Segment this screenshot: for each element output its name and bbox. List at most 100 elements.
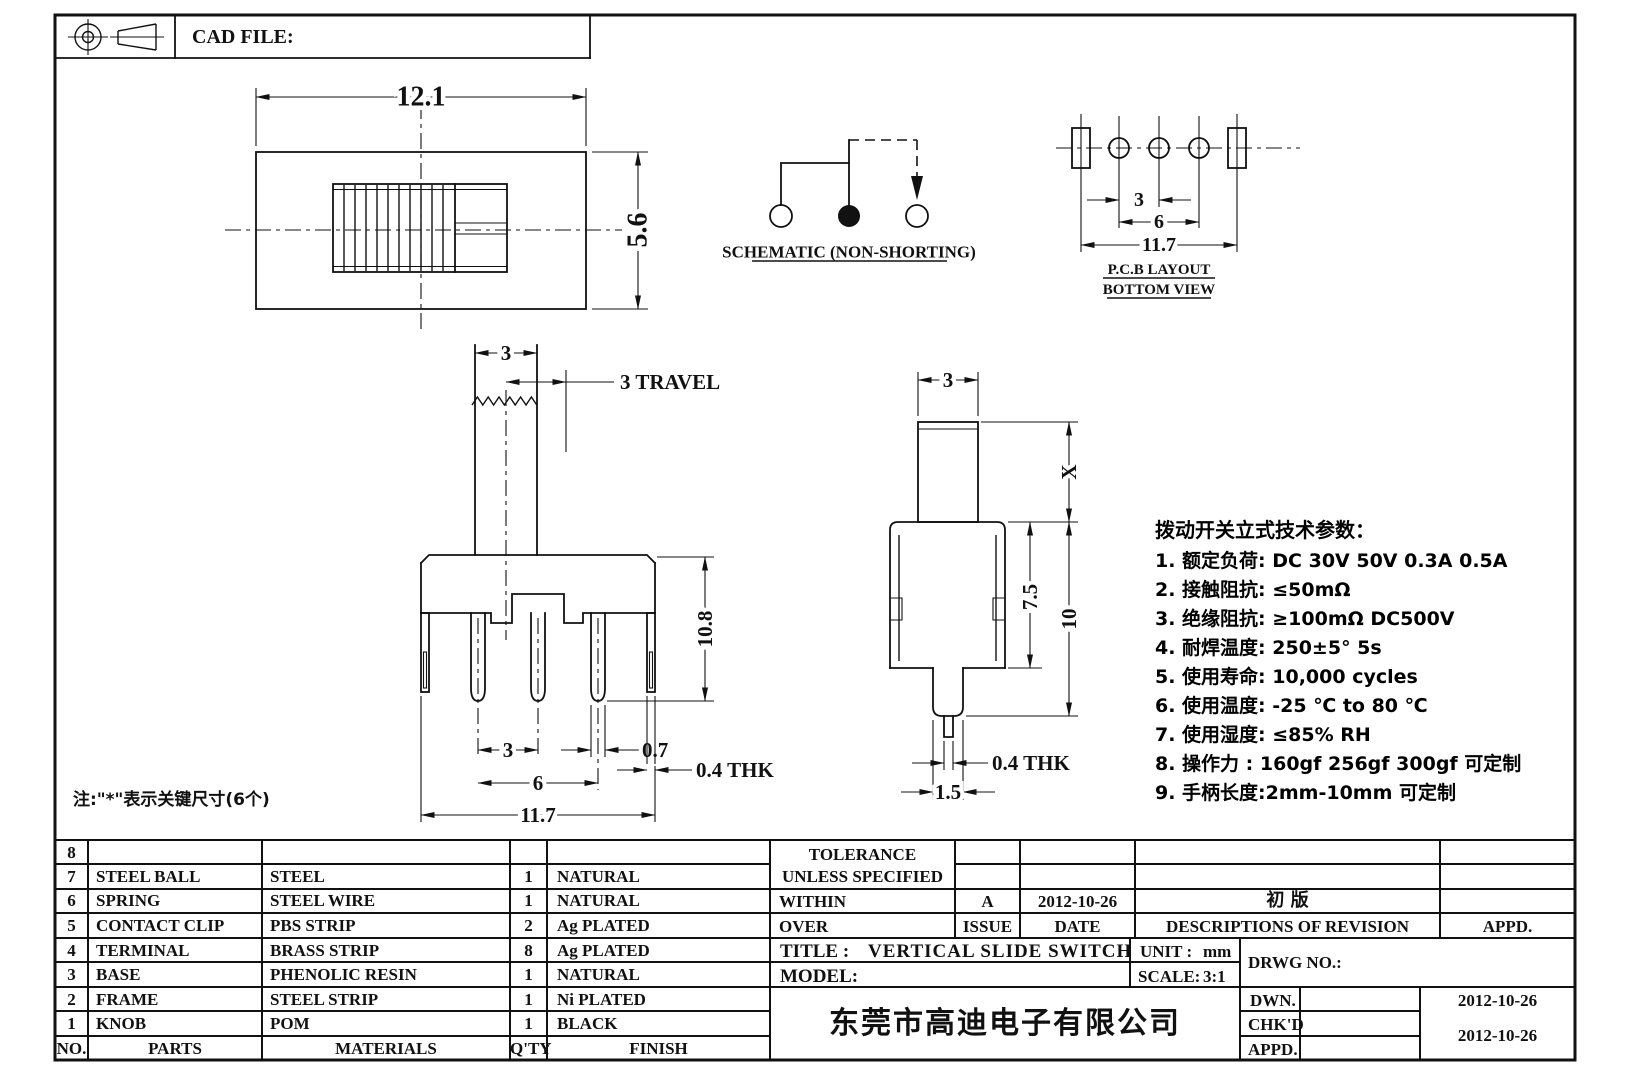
- row-no: 5: [67, 916, 76, 935]
- top-view: 12.1 5.6: [225, 77, 658, 332]
- issue-value: A: [981, 892, 994, 911]
- row-no: 3: [67, 965, 76, 984]
- dim-front-travel: 3 TRAVEL: [620, 370, 720, 394]
- unit-value: mm: [1203, 942, 1232, 961]
- scale-label: SCALE:: [1138, 967, 1201, 986]
- row-finish: NATURAL: [557, 891, 640, 910]
- dwn-label: DWN.: [1250, 991, 1296, 1010]
- row-no: 1: [67, 1014, 76, 1033]
- row-no: 7: [67, 867, 76, 886]
- dim-side-x: X: [1057, 464, 1081, 479]
- model-label: MODEL:: [780, 966, 859, 987]
- dwn-date: 2012-10-26: [1457, 991, 1538, 1010]
- appd-row-label: APPD.: [1248, 1040, 1298, 1059]
- row-finish: NATURAL: [557, 965, 640, 984]
- chkd-date: 2012-10-26: [1457, 1026, 1538, 1045]
- tech-params: 拨动开关立式技术参数： 1. 额定负荷: DC 30V 50V 0.3A 0.5…: [1155, 514, 1595, 808]
- row-qty: 1: [524, 990, 533, 1009]
- pcb-layout-view: 3 6 11.7 P.C.B LAYOUT BOTTOM VIEW: [1056, 114, 1300, 299]
- header-finish: FINISH: [629, 1039, 688, 1058]
- within-label: WITHIN: [779, 892, 847, 911]
- row-materials: STEEL STRIP: [270, 990, 379, 1009]
- row-materials: STEEL: [270, 867, 325, 886]
- pcb-label-line1: P.C.B LAYOUT: [1108, 262, 1211, 278]
- row-qty: 1: [524, 1014, 533, 1033]
- row-finish: BLACK: [557, 1014, 618, 1033]
- key-dimension-note: 注:"*"表示关键尺寸(6个): [73, 790, 270, 810]
- dim-side-total: 10: [1057, 609, 1081, 630]
- row-no: 2: [67, 990, 76, 1009]
- row-finish: Ni PLATED: [557, 990, 646, 1009]
- row-materials: PBS STRIP: [270, 916, 356, 935]
- row-materials: STEEL WIRE: [270, 891, 376, 910]
- drwg-no-label: DRWG NO.:: [1248, 953, 1342, 972]
- tech-param-item: 9. 手柄长度:2mm-10mm 可定制: [1155, 782, 1457, 804]
- dim-front-pitch: 3: [503, 738, 514, 762]
- appd-column-label: APPD.: [1482, 917, 1533, 936]
- tech-param-item: 1. 额定负荷: DC 30V 50V 0.3A 0.5A: [1155, 550, 1508, 572]
- pcb-label-line2: BOTTOM VIEW: [1103, 282, 1215, 298]
- tech-param-item: 5. 使用寿命: 10,000 cycles: [1155, 666, 1418, 688]
- row-qty: 1: [524, 867, 533, 886]
- tech-param-item: 7. 使用湿度: ≤85% RH: [1155, 724, 1371, 746]
- dim-side-pin: 1.5: [935, 780, 961, 804]
- row-parts: TERMINAL: [96, 941, 190, 960]
- revision-date: 2012-10-26: [1037, 892, 1118, 911]
- issue-label: ISSUE: [962, 917, 1013, 936]
- dim-top-width: 12.1: [397, 82, 446, 113]
- dim-pcb-pitch: 3: [1134, 189, 1144, 211]
- row-parts: KNOB: [96, 1014, 147, 1033]
- row-parts: BASE: [96, 965, 141, 984]
- arrow-down-icon: [911, 176, 923, 200]
- sheet-frame: [53, 13, 1577, 1062]
- dim-side-knob: 3: [943, 368, 954, 392]
- dim-side-thickness: 0.4 THK: [992, 751, 1070, 775]
- dim-front-total: 11.7: [520, 803, 556, 827]
- tech-param-item: 3. 绝缘阻抗: ≥100mΩ DC500V: [1155, 608, 1455, 630]
- dim-pcb-total: 11.7: [1142, 234, 1176, 256]
- dim-side-body: 7.5: [1018, 584, 1042, 610]
- dim-pcb-span: 6: [1154, 211, 1164, 233]
- chkd-label: CHK'D: [1248, 1015, 1304, 1034]
- row-parts: STEEL BALL: [96, 867, 201, 886]
- tech-param-item: 6. 使用温度: -25 ℃ to 80 ℃: [1155, 695, 1428, 717]
- row-finish: Ag PLATED: [557, 916, 650, 935]
- front-view: 3 3 TRAVEL 10.8 0.7 3 6 0.: [419, 337, 778, 831]
- over-label: OVER: [779, 917, 829, 936]
- title-label: TITLE :: [780, 941, 850, 962]
- projection-symbol-icon: [68, 19, 164, 55]
- row-finish: Ag PLATED: [557, 941, 650, 960]
- tech-param-item: 2. 接触阻抗: ≤50mΩ: [1155, 579, 1351, 601]
- header-no: NO.: [56, 1039, 87, 1058]
- tech-params-title: 拨动开关立式技术参数：: [1155, 518, 1375, 542]
- tech-param-item: 4. 耐焊温度: 250±5° 5s: [1155, 637, 1382, 659]
- row-qty: 1: [524, 965, 533, 984]
- dim-front-thickness: 0.4 THK: [696, 758, 774, 782]
- row-qty: 1: [524, 891, 533, 910]
- row-parts: FRAME: [96, 990, 159, 1009]
- schematic-view: SCHEMATIC (NON-SHORTING): [722, 139, 976, 262]
- tech-param-item: 8. 操作力 : 160gf 256gf 300gf 可定制: [1155, 753, 1522, 775]
- side-view: 3 X 10 7.5 0.4 THK 1.5: [889, 364, 1085, 808]
- date-label: DATE: [1054, 917, 1101, 936]
- row-no: 6: [67, 891, 76, 910]
- dim-front-span: 6: [533, 771, 544, 795]
- row-finish: NATURAL: [557, 867, 640, 886]
- tolerance-line1: TOLERANCE: [808, 845, 917, 864]
- revision-description-label: DESCRIPTIONS OF REVISION: [1165, 917, 1410, 936]
- header-parts: PARTS: [148, 1039, 202, 1058]
- header-qty: Q'TY: [510, 1039, 552, 1058]
- dim-front-height: 10.8: [693, 611, 717, 648]
- row-materials: POM: [270, 1014, 310, 1033]
- revision-description: 初 版: [1266, 890, 1309, 911]
- row-no: 4: [67, 941, 76, 960]
- dim-front-knob: 3: [501, 341, 512, 365]
- cad-file-label: CAD FILE:: [192, 26, 294, 48]
- tolerance-line2: UNLESS SPECIFIED: [781, 867, 944, 886]
- row-no: 8: [67, 843, 76, 862]
- row-qty: 8: [524, 941, 533, 960]
- header-materials: MATERIALS: [335, 1039, 437, 1058]
- scale-value: 3:1: [1203, 967, 1226, 986]
